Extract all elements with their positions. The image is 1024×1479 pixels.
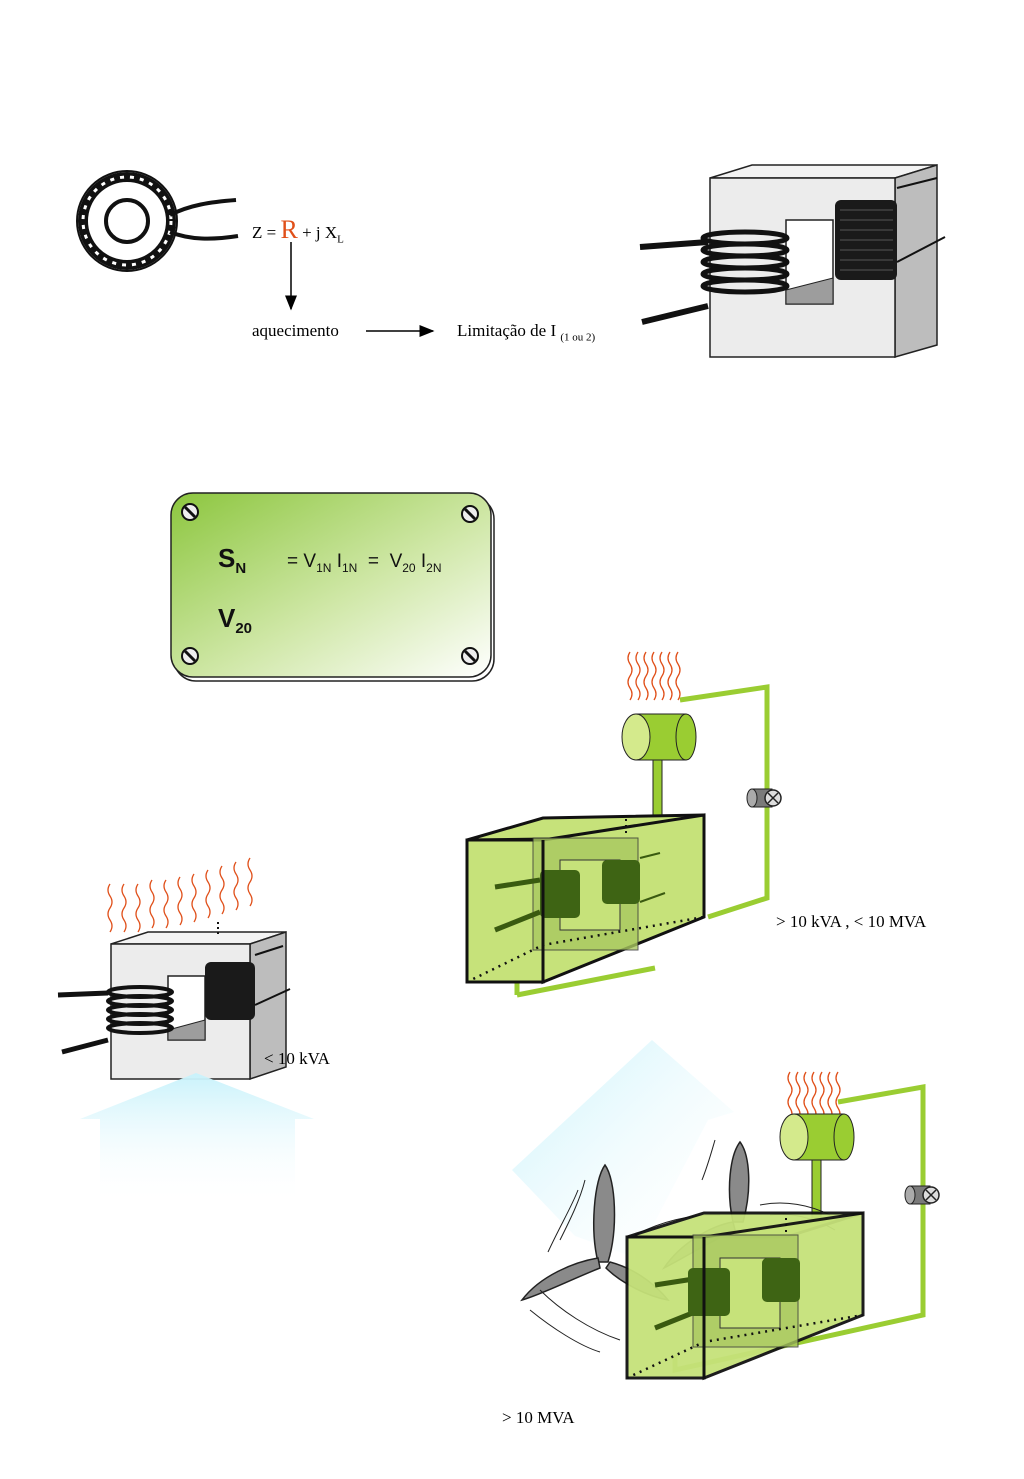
screw-icon — [461, 647, 479, 665]
impedance-prefix: Z = — [252, 223, 277, 242]
rating-medium-label: > 10 kVA , < 10 MVA — [776, 912, 927, 931]
heat-icon — [107, 857, 253, 933]
heat-icon — [787, 1071, 841, 1121]
limitation-text: Limitação de I — [457, 321, 557, 340]
rated-power-symbol: SN — [218, 543, 247, 578]
heating-label: aquecimento — [252, 321, 339, 340]
valve-icon — [746, 788, 782, 808]
transformer-top — [639, 163, 946, 358]
limitation-subscript: (1 ou 2) — [560, 331, 596, 344]
toroid-coil — [76, 170, 239, 272]
resistance-symbol: R — [280, 215, 298, 244]
impedance-formula: Z = R + j XL — [252, 215, 344, 245]
transformer-large — [520, 1071, 940, 1381]
transformer-medium — [465, 651, 782, 998]
cooling-air-icon — [512, 1040, 734, 1258]
screw-icon — [181, 503, 199, 521]
screw-icon — [461, 505, 479, 523]
rated-power-equation: = V1N I1N = V20 I2N — [287, 551, 442, 575]
cooling-air-icon — [80, 1073, 314, 1205]
rating-large-label: > 10 MVA — [502, 1408, 575, 1427]
transformer-small — [57, 857, 291, 1081]
no-load-voltage-symbol: V20 — [218, 603, 253, 638]
heat-icon — [627, 651, 681, 701]
reactance-subscript: L — [337, 233, 344, 246]
screw-icon — [181, 647, 199, 665]
reactance-term: + j X — [302, 223, 338, 242]
rating-small-label: < 10 kVA — [264, 1049, 330, 1068]
valve-icon — [904, 1185, 940, 1205]
current-limitation-label: Limitação de I (1 ou 2) — [457, 321, 595, 343]
rating-plate — [170, 492, 495, 682]
